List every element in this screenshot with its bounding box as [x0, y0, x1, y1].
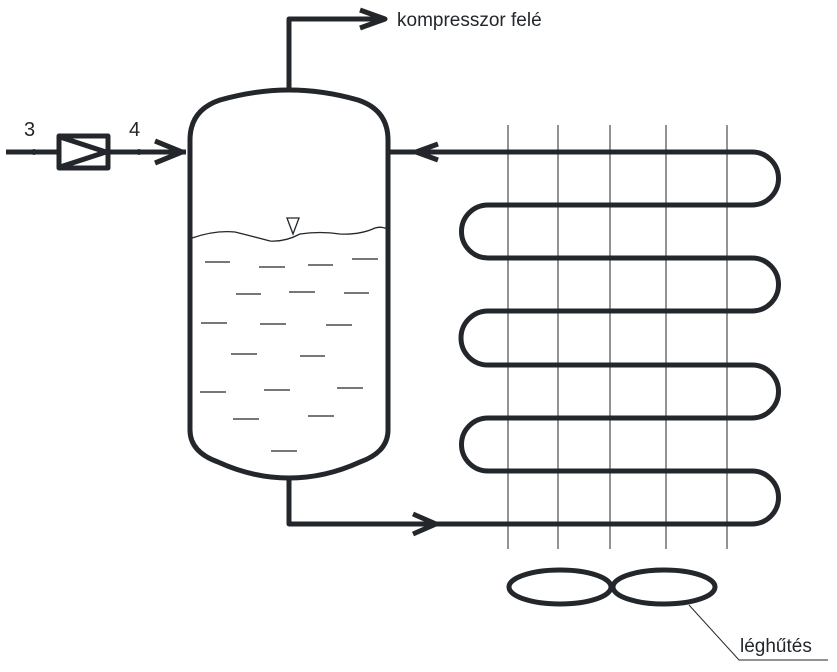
- to-compressor-label: kompresszor felé: [397, 10, 542, 31]
- point-4-label: 4: [129, 119, 140, 141]
- air-cooling-leader: [688, 604, 828, 661]
- coil-feed-line: [286, 478, 490, 537]
- outlet-arrow-icon: [359, 7, 388, 31]
- inlet-arrow-icon: [154, 138, 185, 166]
- evaporator-coil: [390, 149, 781, 527]
- fan-icon: [506, 567, 718, 607]
- inlet-line: [6, 138, 186, 166]
- point-3-label: 3: [24, 119, 35, 141]
- air-cooling-label: léghűtés: [740, 636, 812, 657]
- feed-arrow-icon: [412, 511, 439, 537]
- liquid-surface: [191, 226, 388, 242]
- expansion-valve: [56, 133, 111, 171]
- coil-fins: [507, 125, 728, 549]
- liquid-dashes: [200, 258, 378, 452]
- level-marker-icon: [286, 217, 300, 236]
- compressor-outlet-line: [286, 7, 388, 90]
- separator-vessel: [187, 87, 391, 481]
